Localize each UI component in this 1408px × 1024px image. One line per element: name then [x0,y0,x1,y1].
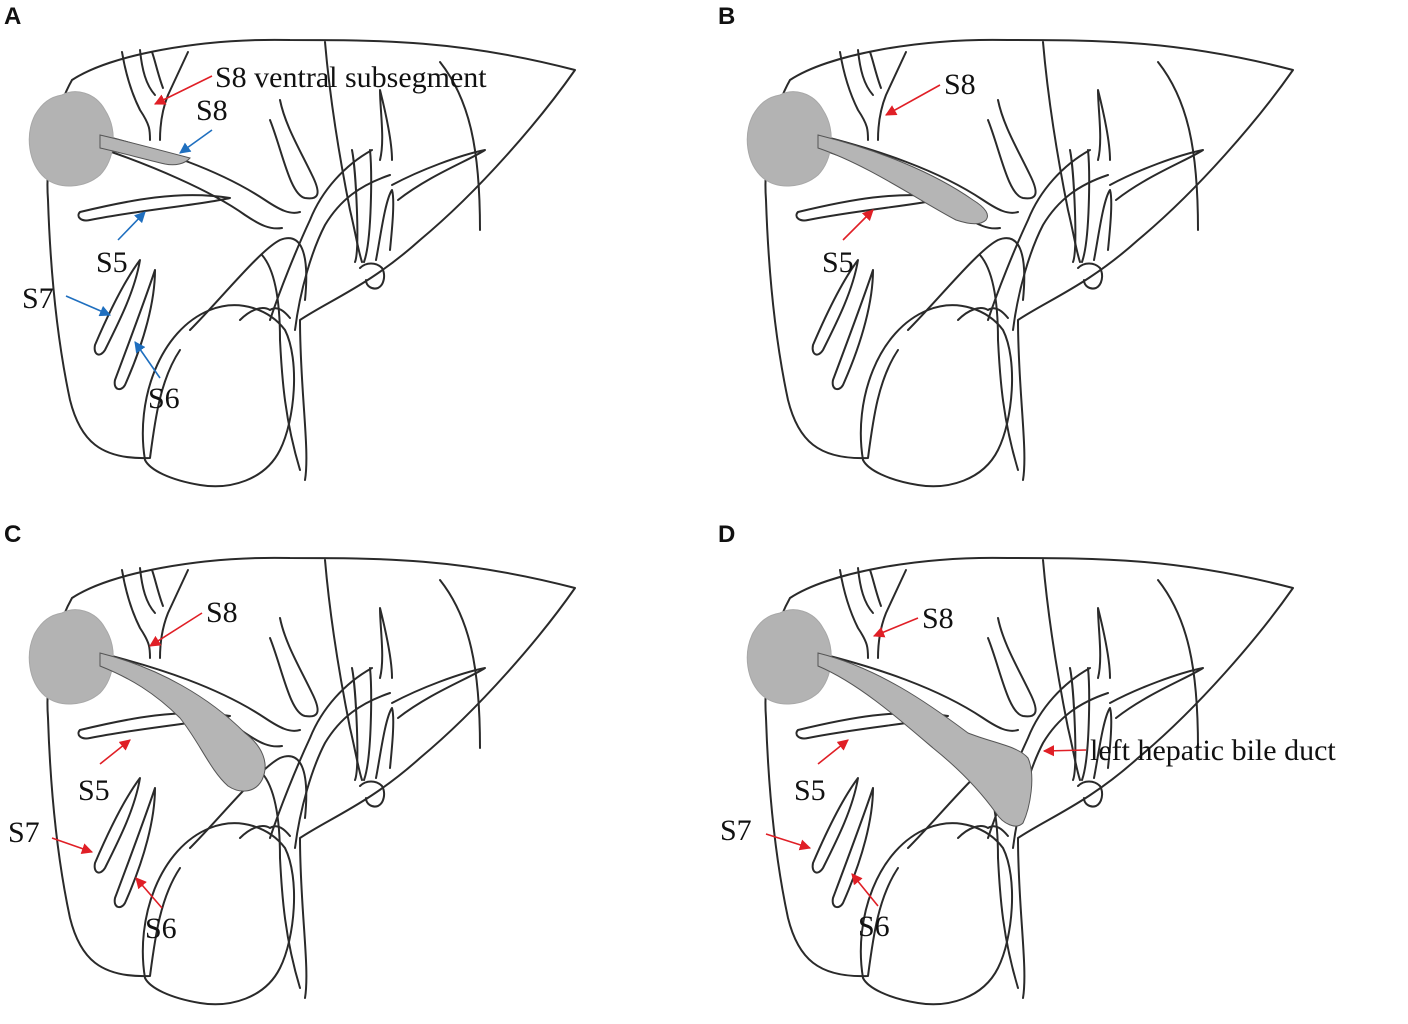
label-s5-c: S5 [78,774,110,807]
label-s5-a: S5 [96,246,128,279]
arrow-s5-a [117,211,146,241]
arrow-s6-d [851,873,879,907]
arrow-left-hepatic-d [1042,745,1087,757]
label-s6-c: S6 [145,912,177,945]
arrow-s8-b [885,84,941,116]
arrow-s8-a [179,129,213,154]
label-s7-a: S7 [22,282,54,315]
shaded-duct-a [99,134,191,166]
shaded-duct-b [817,134,988,225]
label-s8-a: S8 [196,94,228,127]
arrow-s7-a [65,295,112,317]
arrow-s7-d [765,833,812,851]
arrow-s6-a [134,341,161,379]
liver-diagram-c [28,556,576,1006]
panel-letter-a: A [4,3,21,30]
label-left-hepatic-d: left hepatic bile duct [1090,734,1336,767]
label-s8-b: S8 [944,68,976,101]
arrow-s8-c [149,612,203,647]
panel-a: A S8 ventral subsegment S8 S5 S7 S6 [4,3,576,488]
label-s7-d: S7 [720,814,752,847]
label-s8-ventral-a: S8 ventral subsegment [215,61,487,94]
shaded-duct-c [99,652,266,792]
panel-letter-d: D [718,521,735,548]
arrow-s6-c [135,877,163,909]
label-s7-c: S7 [8,816,40,849]
arrow-s5-d [817,739,849,765]
panel-letter-c: C [4,521,21,548]
label-s8-c: S8 [206,596,238,629]
label-s5-b: S5 [822,246,854,279]
arrow-s8-d [872,617,919,638]
arrow-s8-ventral-a [153,75,213,105]
panel-c: C S8 S5 S7 S6 [4,521,576,1006]
arrow-s5-b [842,209,874,241]
label-s8-d: S8 [922,602,954,635]
label-s5-d: S5 [794,774,826,807]
shaded-duct-d [817,652,1033,827]
arrow-s5-c [99,739,131,765]
panel-b: B S8 S5 [718,3,1294,488]
arrow-s7-c [51,837,94,854]
label-s6-a: S6 [148,382,180,415]
panel-d: D S8 S5 S7 S6 left hepatic bile duct [718,521,1336,1006]
label-s6-d: S6 [858,910,890,943]
panel-letter-b: B [718,3,735,30]
